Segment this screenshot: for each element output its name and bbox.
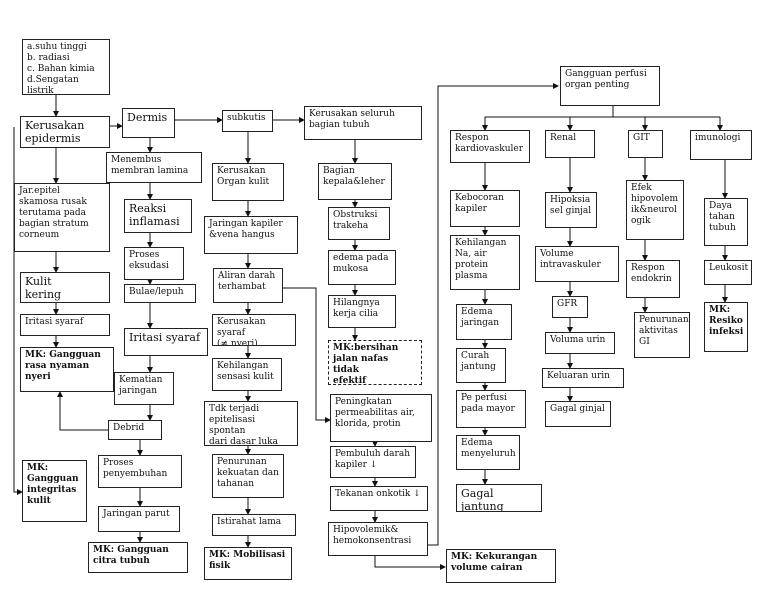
pembuluh-box: Pembuluh darah kapiler ↓ (330, 446, 416, 478)
mk-infeksi-box: MK: Resiko infeksi (704, 302, 748, 352)
mk-integritas-box: MK: Gangguan integritas kulit (22, 460, 87, 522)
leukosit-box: Leukosit (704, 260, 752, 285)
volume-intra-box: Volume intravaskuler (535, 246, 619, 282)
kerusakan-syaraf-box: Kerusakan syaraf (≠ nyeri) (212, 314, 296, 346)
daya-tahan-box: Daya tahan tubuh (704, 198, 748, 246)
kehilangan-na-box: Kehilangan Na, air protein plasma (450, 235, 520, 290)
penyembuhan-box: Proses penyembuhan (98, 455, 182, 488)
iritasi-syaraf-box-2: Iritasi syaraf (124, 328, 208, 356)
curah-jantung-box: Curah jantung (456, 348, 506, 383)
dermis-box: Dermis (122, 108, 175, 138)
pe-perfusi-box: Pe perfusi pada mayor (456, 390, 526, 428)
epidermis-box: Kerusakan epidermis (20, 116, 110, 148)
mk-cairan-box: MK: Kekurangan volume cairan (446, 549, 556, 583)
mk-mobilisasi-box: MK: Mobilisasi fisik (204, 547, 292, 580)
mk-nyeri-box: MK: Gangguan rasa nyaman nyeri (20, 347, 114, 392)
kekuatan-box: Penurunan kekuatan dan tahanan (212, 454, 284, 498)
epitelisasi-box: Tdk terjadi epitelisasi spontan dari das… (204, 401, 298, 446)
kematian-box: Kematian jaringan (114, 372, 174, 405)
permeabilitas-box: Peningkatan permeabilitas air, klorida, … (330, 394, 432, 442)
perfusi-box: Gangguan perfusi organ penting (560, 66, 660, 106)
gagal-jantung-box: Gagal jantung (456, 484, 542, 512)
edema-jaringan-box: Edema jaringan (456, 304, 512, 340)
istirahat-box: Istirahat lama (212, 514, 296, 536)
jaringan-parut-box: Jaringan parut (98, 506, 180, 532)
mk-jalan-nafas-box: MK:bersihan jalan nafas tidak efektif (328, 340, 422, 385)
reaksi-box: Reaksi inflamasi (124, 199, 192, 233)
edema-mukosa-box: edema pada mukosa (328, 250, 396, 285)
hipoksia-box: Hipoksia sel ginjal (545, 192, 597, 228)
mk-citra-box: MK: Gangguan citra tubuh (88, 542, 188, 573)
kulit-kering-box: Kulit kering (20, 272, 110, 303)
menembus-box: Menembus membran lamina (106, 152, 202, 183)
sensasi-box: Kehilangan sensasi kulit (212, 358, 282, 391)
eksudasi-box: Proses eksudasi (124, 247, 184, 280)
gfr-box: GFR (552, 296, 588, 318)
kebocoran-box: Kebocoran kapiler (450, 190, 520, 227)
debrid-box: Debrid (108, 420, 162, 440)
respon-kardio-box: Respon kardiovaskuler (450, 130, 530, 163)
aliran-darah-box: Aliran darah terhambat (213, 268, 283, 303)
kerusakan-seluruh-box: Kerusakan seluruh bagian tubuh (304, 106, 422, 140)
obstruksi-box: Obstruksi trakeha (328, 207, 390, 240)
causes-box: a.suhu tinggi b. radiasi c. Bahan kimia … (22, 39, 110, 95)
bulae-box: Bulae/lepuh (124, 284, 196, 303)
hipovolemik-box: Hipovolemik& hemokonsentrasi (328, 522, 428, 556)
iritasi-syaraf-box-1: Iritasi syaraf (20, 314, 110, 336)
onkotik-box: Tekanan onkotik ↓ (330, 486, 428, 511)
kapiler-hangus-box: Jaringan kapiler &vena hangus (204, 216, 298, 254)
kepala-leher-box: Bagian kepala&leher (318, 163, 392, 200)
efek-box: Efek hipovolem ik&neurol ogik (626, 180, 684, 240)
organ-kulit-box: Kerusakan Organ kulit (212, 163, 284, 201)
penurunan-gi-box: Penurunan aktivitas GI (634, 312, 690, 358)
imunologi-box: imunologi (690, 130, 752, 160)
renal-box: Renal (545, 130, 595, 158)
edema-menyeluruh-box: Edema menyeluruh (456, 435, 520, 470)
gagal-ginjal-box: Gagal ginjal (545, 401, 611, 427)
jar-epitel-box: Jar.epitel skamosa rusak terutama pada b… (14, 183, 110, 252)
respon-endokrin-box: Respon endokrin (626, 260, 680, 298)
silia-box: Hilangnya kerja cilia (328, 295, 396, 328)
git-box: GIT (628, 130, 663, 158)
subkutis-box: subkutis (222, 110, 273, 132)
volume-urin-box: Voluma urin (545, 332, 615, 354)
keluaran-urin-box: Keluaran urin (542, 368, 624, 388)
